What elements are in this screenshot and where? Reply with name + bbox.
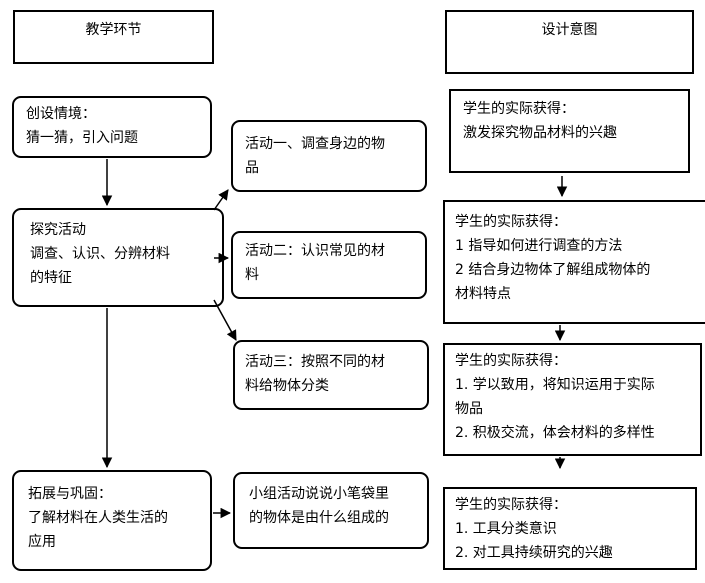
- intent-line: 1. 工具分类意识: [455, 521, 557, 537]
- intent-line: 2 结合身边物体了解组成物体的: [455, 262, 651, 278]
- step-line: 拓展与巩固：: [28, 486, 112, 502]
- intent-line: 1 指导如何进行调查的方法: [455, 238, 623, 254]
- activity-line: 料给物体分类: [245, 378, 329, 394]
- activity-line: 品: [245, 160, 259, 176]
- step-line: 探究活动: [30, 222, 86, 238]
- intent-line: 2. 对工具持续研究的兴趣: [455, 545, 613, 561]
- header-design-intent: 设计意图: [445, 10, 694, 74]
- step-extend-consolidate: 拓展与巩固： 了解材料在人类生活的 应用: [12, 470, 212, 571]
- intent-line: 学生的实际获得：: [455, 214, 567, 230]
- activity-line: 料: [245, 267, 259, 283]
- intent-line: 材料特点: [455, 286, 511, 302]
- step-create-situation: 创设情境： 猜一猜，引入问题: [12, 96, 212, 158]
- activity-line: 活动二：认识常见的材: [245, 243, 385, 259]
- intent-box-4: 学生的实际获得： 1. 工具分类意识 2. 对工具持续研究的兴趣: [443, 487, 697, 570]
- activity-line: 小组活动说说小笔袋里: [249, 486, 389, 502]
- intent-box-3: 学生的实际获得： 1. 学以致用，将知识运用于实际 物品 2. 积极交流，体会材…: [443, 343, 702, 456]
- step-explore-activity: 探究活动 调查、认识、分辨材料 的特征: [12, 208, 224, 307]
- intent-line: 物品: [455, 401, 483, 417]
- header-teaching-steps: 教学环节: [13, 10, 214, 64]
- header-design-intent-label: 设计意图: [541, 22, 598, 38]
- activity-group: 小组活动说说小笔袋里 的物体是由什么组成的: [233, 472, 429, 549]
- step-line: 应用: [28, 534, 56, 550]
- activity-two: 活动二：认识常见的材 料: [231, 231, 427, 299]
- activity-line: 的物体是由什么组成的: [249, 510, 389, 526]
- step-line: 创设情境：: [26, 106, 96, 122]
- header-teaching-steps-label: 教学环节: [85, 22, 142, 38]
- activity-three: 活动三：按照不同的材 料给物体分类: [233, 340, 429, 410]
- arrow-to-activity-one: [213, 189, 229, 211]
- step-line: 调查、认识、分辨材料: [30, 246, 170, 262]
- intent-line: 激发探究物品材料的兴趣: [463, 125, 617, 141]
- intent-line: 学生的实际获得：: [455, 497, 567, 513]
- intent-box-1: 学生的实际获得： 激发探究物品材料的兴趣: [449, 89, 690, 173]
- activity-line: 活动一、调查身边的物: [245, 136, 385, 152]
- intent-line: 学生的实际获得：: [455, 353, 567, 369]
- step-line: 了解材料在人类生活的: [28, 510, 168, 526]
- activity-one: 活动一、调查身边的物 品: [231, 120, 427, 192]
- intent-line: 2. 积极交流，体会材料的多样性: [455, 425, 655, 441]
- intent-line: 学生的实际获得：: [463, 101, 575, 117]
- step-line: 猜一猜，引入问题: [26, 130, 138, 146]
- step-line: 的特征: [30, 270, 72, 286]
- intent-box-2: 学生的实际获得： 1 指导如何进行调查的方法 2 结合身边物体了解组成物体的 材…: [443, 200, 705, 324]
- arrow-to-activity-three: [213, 299, 237, 341]
- intent-line: 1. 学以致用，将知识运用于实际: [455, 377, 655, 393]
- activity-line: 活动三：按照不同的材: [245, 354, 385, 370]
